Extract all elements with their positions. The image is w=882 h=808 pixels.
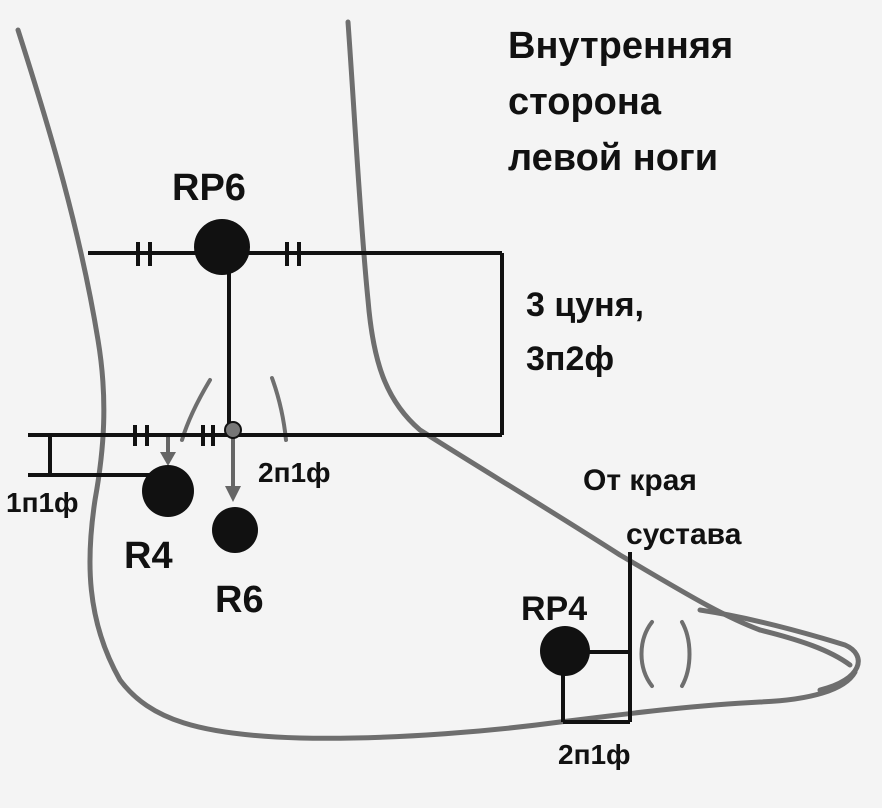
label-rp6: RP6 xyxy=(172,167,246,209)
label-rp4: RP4 xyxy=(521,590,587,628)
toe-contour xyxy=(697,607,861,693)
arrow-to-r6-head xyxy=(225,486,241,502)
joint-bracket-left xyxy=(639,620,654,688)
point-rp6-dot xyxy=(194,219,250,275)
sole-contour xyxy=(757,627,853,668)
tick-marks xyxy=(133,242,301,446)
point-r6-junction-dot xyxy=(224,421,242,439)
label-joint-edge-line-2: сустава xyxy=(626,518,742,551)
label-r4: R4 xyxy=(124,535,173,577)
label-one-p1f: 1п1ф xyxy=(6,487,79,518)
label-two-p1f-bottom: 2п1ф xyxy=(558,739,631,770)
point-rp4-dot xyxy=(540,626,590,676)
label-three-cun-line-2: 3п2ф xyxy=(526,340,614,378)
title-line-2: сторона xyxy=(508,81,662,123)
arrows xyxy=(160,437,241,502)
joint-bracket-right xyxy=(680,620,692,688)
ankle-crease-1 xyxy=(180,378,212,442)
title-line-1: Внутренняя xyxy=(508,25,733,67)
foot-outline xyxy=(15,19,861,741)
shin-front-contour xyxy=(345,19,763,633)
point-r4-dot xyxy=(142,465,194,517)
label-joint-edge-line-1: От края xyxy=(583,464,697,497)
label-r6: R6 xyxy=(215,579,264,621)
title-line-3: левой ноги xyxy=(508,137,718,179)
arrow-to-r4-head xyxy=(160,452,176,466)
label-two-p1f-middle: 2п1ф xyxy=(258,457,331,488)
ankle-crease-2 xyxy=(270,376,288,442)
point-r6-dot xyxy=(212,507,258,553)
label-three-cun-line-1: 3 цуня, xyxy=(526,286,644,324)
acupoints xyxy=(142,219,590,676)
shin-back-contour xyxy=(15,27,858,741)
